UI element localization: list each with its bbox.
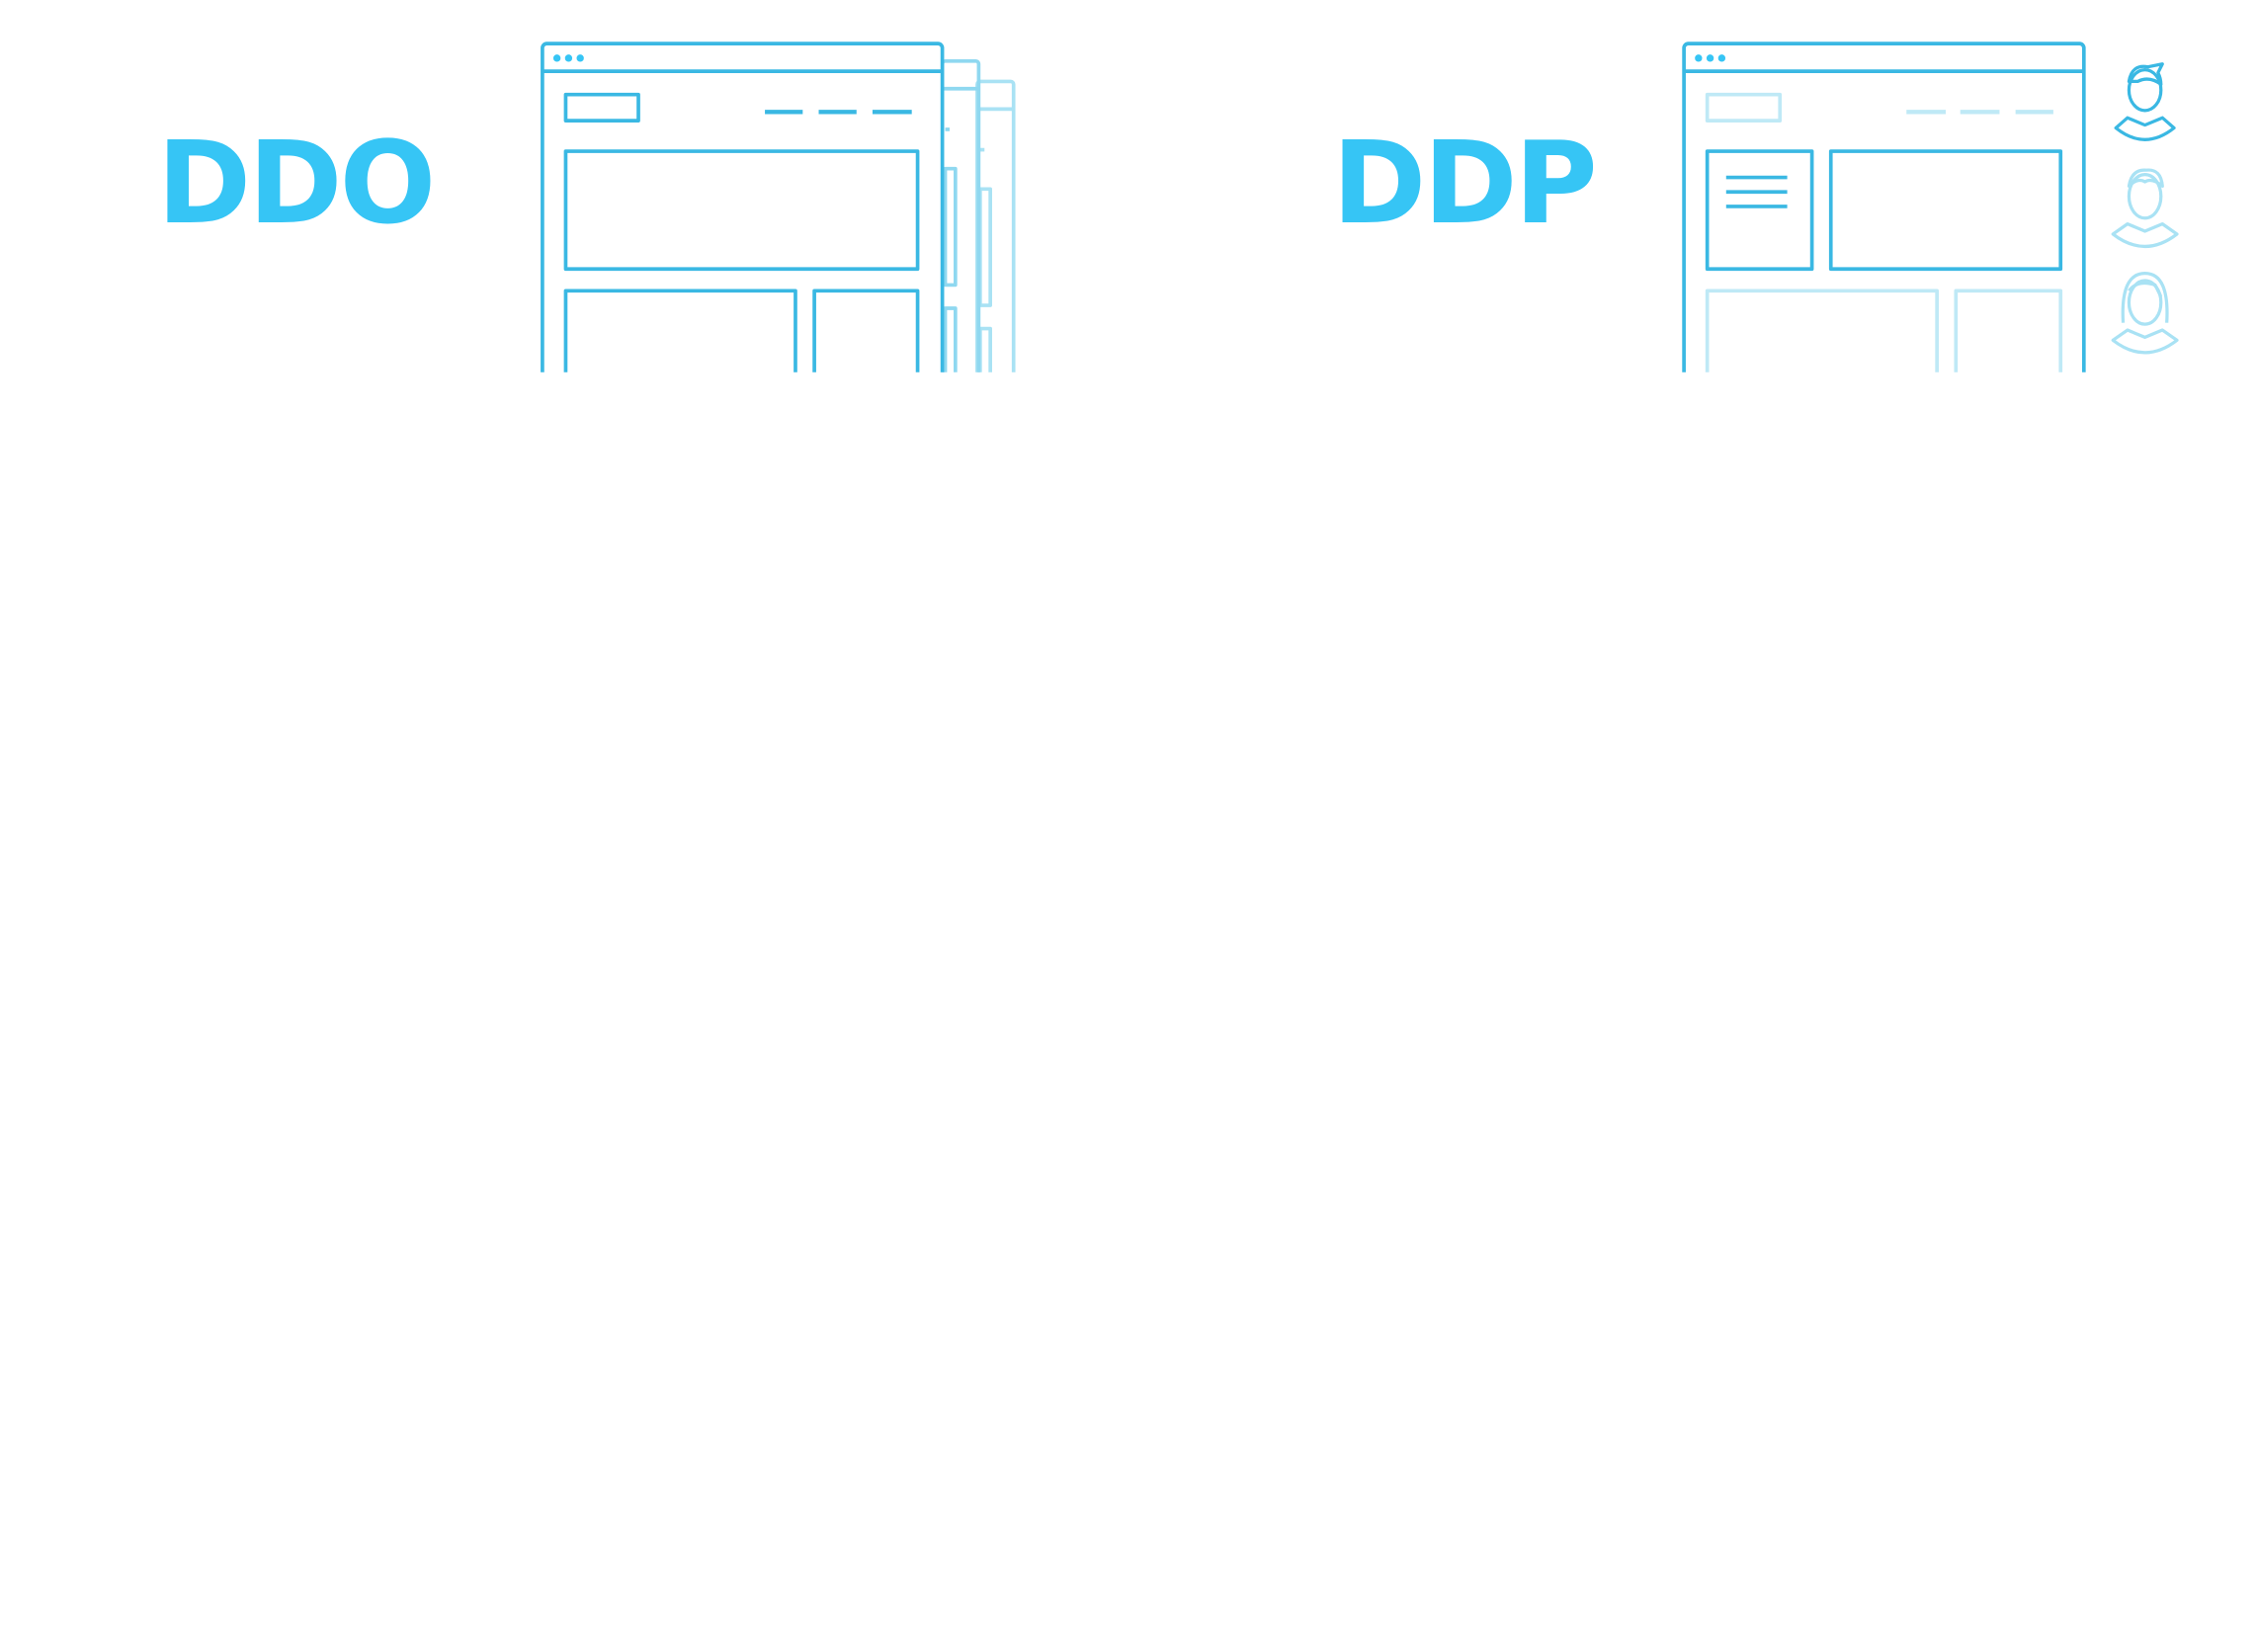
ddo-back-page-2 — [975, 79, 1016, 372]
ddp-label: DDP — [1331, 119, 1598, 251]
woman-avatar-icon — [2111, 272, 2179, 355]
window-dots-icon — [552, 54, 584, 62]
man-avatar-icon — [2114, 62, 2176, 141]
ddp-browser-window — [1682, 41, 2086, 372]
man-avatar-icon — [2111, 168, 2179, 248]
ddo-browser-window — [541, 41, 945, 372]
window-dots-icon — [1695, 54, 1726, 62]
ddo-back-page-1 — [940, 58, 981, 372]
ddo-label: DDO — [156, 119, 436, 251]
